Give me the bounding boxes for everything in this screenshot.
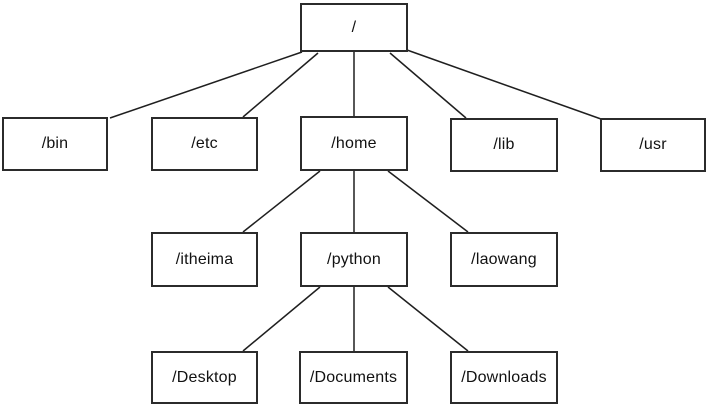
node-lib-label: /lib bbox=[493, 136, 515, 153]
node-usr-label: /usr bbox=[639, 136, 667, 153]
node-etc: /etc bbox=[151, 117, 258, 171]
edge-home-laowang bbox=[387, 170, 469, 233]
edge-root-usr bbox=[406, 49, 602, 120]
edge-python-desktop bbox=[242, 286, 321, 352]
node-etc-label: /etc bbox=[191, 135, 218, 152]
edge-root-etc bbox=[242, 52, 319, 118]
node-laowang: /laowang bbox=[450, 232, 558, 287]
node-downloads: /Downloads bbox=[450, 351, 558, 404]
node-desktop: /Desktop bbox=[151, 351, 258, 404]
node-downloads-label: /Downloads bbox=[461, 368, 547, 386]
edge-root-lib bbox=[389, 52, 467, 119]
node-laowang-label: /laowang bbox=[471, 250, 537, 268]
edge-home-itheima bbox=[242, 170, 321, 233]
node-bin-label: /bin bbox=[41, 135, 69, 152]
node-home-label: /home bbox=[331, 134, 377, 152]
edge-python-downloads bbox=[387, 286, 469, 352]
node-home: /home bbox=[300, 116, 408, 171]
edge-root-bin bbox=[109, 51, 303, 119]
node-python: /python bbox=[300, 232, 408, 287]
node-documents: /Documents bbox=[299, 351, 408, 404]
node-itheima: /itheima bbox=[151, 232, 258, 287]
node-python-label: /python bbox=[327, 250, 381, 268]
node-documents-label: /Documents bbox=[309, 368, 398, 386]
node-lib: /lib bbox=[450, 118, 558, 172]
node-root: / bbox=[300, 3, 408, 52]
node-root-label: / bbox=[351, 18, 357, 36]
node-bin: /bin bbox=[2, 117, 108, 171]
node-usr: /usr bbox=[600, 118, 706, 172]
node-desktop-label: /Desktop bbox=[172, 368, 237, 386]
node-itheima-label: /itheima bbox=[175, 250, 234, 268]
